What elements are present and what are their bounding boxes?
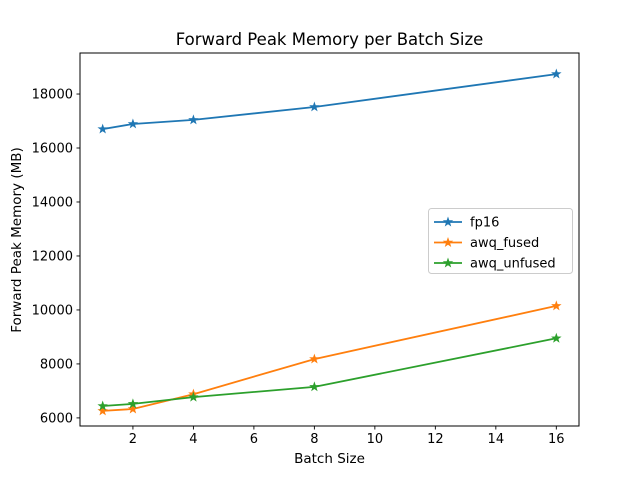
y-axis-label: Forward Peak Memory (MB) [9, 147, 25, 333]
series-line-fp16 [101, 73, 558, 130]
x-tick-label: 12 [427, 432, 444, 447]
legend-label-fp16: fp16 [470, 216, 499, 231]
x-tick-label: 10 [367, 432, 384, 447]
x-tick-label: 2 [129, 432, 137, 447]
y-tick-label: 18000 [32, 88, 73, 103]
plot-border [79, 52, 580, 427]
series-marker-awq_unfused [309, 381, 320, 392]
x-tick-label: 14 [488, 432, 505, 447]
x-tick-label: 6 [250, 432, 258, 447]
series-marker-fp16 [127, 118, 139, 129]
series-marker-awq_fused [551, 300, 562, 311]
legend-sample-marker-fp16 [442, 216, 454, 227]
x-axis-label: Batch Size [294, 451, 365, 467]
y-tick-label: 14000 [32, 195, 73, 210]
legend-label-awq_fused: awq_fused [470, 236, 539, 251]
series-line-awq_fused [101, 305, 558, 412]
series-marker-fp16 [188, 114, 199, 125]
series-marker-awq_unfused [97, 400, 108, 411]
series-marker-awq_unfused [127, 398, 139, 409]
x-tick-label: 4 [189, 432, 197, 447]
chart-title: Forward Peak Memory per Batch Size [175, 30, 484, 49]
series-marker-fp16 [97, 123, 108, 134]
series-marker-awq_fused [97, 405, 108, 416]
legend-label-awq_unfused: awq_unfused [470, 257, 556, 272]
series-marker-awq_unfused [188, 391, 199, 402]
y-tick-label: 16000 [32, 142, 73, 157]
legend-box [428, 208, 573, 274]
y-tick-label: 10000 [32, 303, 73, 318]
series-marker-fp16 [551, 68, 562, 79]
y-tick-label: 12000 [32, 249, 73, 264]
x-tick-label: 16 [548, 432, 565, 447]
y-tick-label: 8000 [40, 357, 73, 372]
series-line-awq_unfused [101, 337, 558, 407]
series-marker-fp16 [309, 101, 320, 112]
series-marker-awq_fused [309, 353, 320, 364]
x-tick-label: 8 [310, 432, 318, 447]
legend-sample-marker-awq_unfused [442, 257, 454, 268]
y-tick-label: 6000 [40, 411, 73, 426]
series-marker-awq_fused [127, 403, 139, 414]
series-marker-awq_unfused [551, 332, 562, 343]
legend-sample-marker-awq_fused [442, 237, 454, 247]
